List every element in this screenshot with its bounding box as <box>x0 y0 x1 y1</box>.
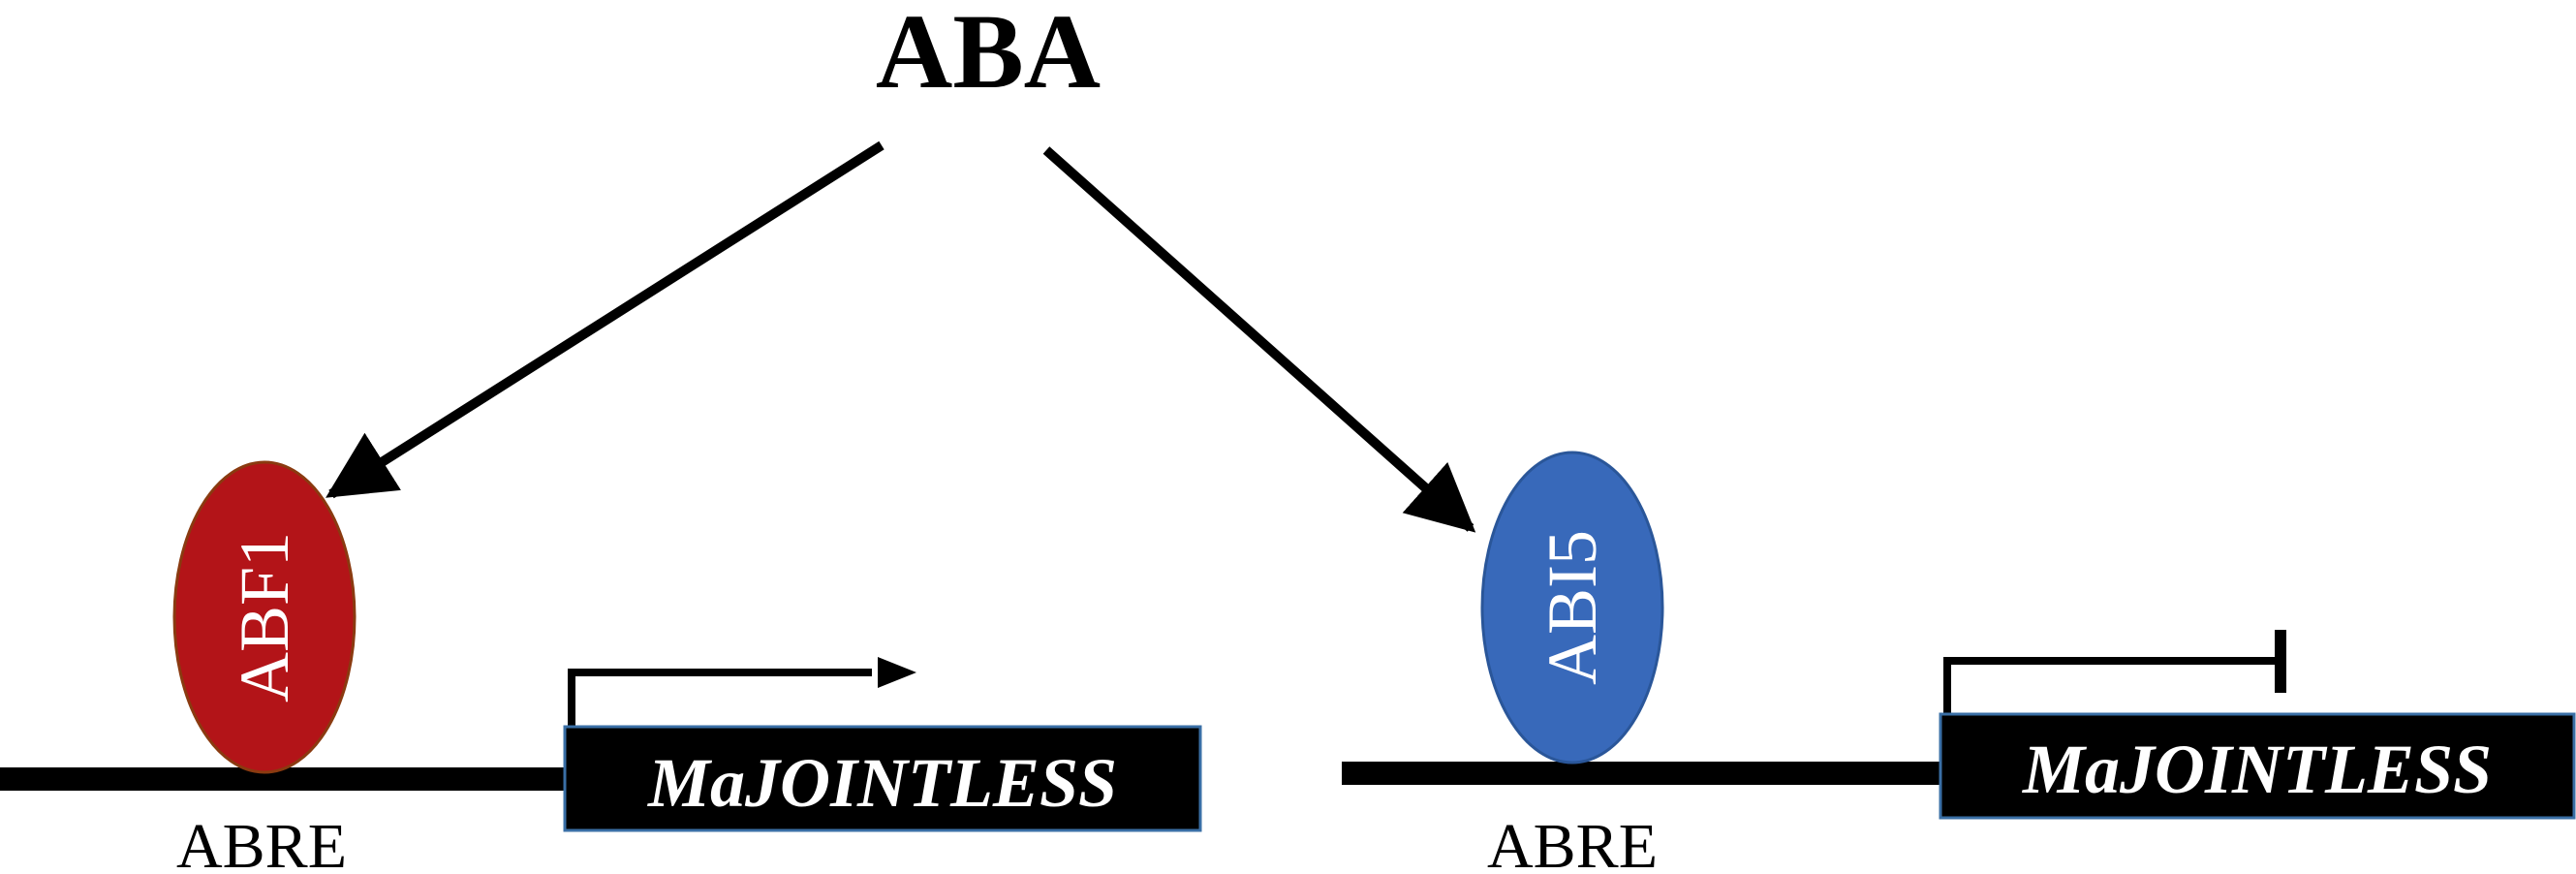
abf1-label: ABF1 <box>226 532 303 702</box>
left-gene-label: MaJOINTLESS <box>647 744 1117 822</box>
left-abre-label: ABRE <box>176 811 347 874</box>
right-gene-label: MaJOINTLESS <box>2022 731 2492 808</box>
abf1-factor <box>172 460 357 774</box>
right-abre-label: ABRE <box>1487 811 1658 874</box>
right-gene-box <box>1939 712 2576 820</box>
aba-to-abi5-arrow <box>1042 146 1476 533</box>
left-gene-box <box>563 725 1202 832</box>
signal-label: ABA <box>876 0 1101 110</box>
abi5-label: ABI5 <box>1534 530 1611 685</box>
right-pathway: ABI5 ABRE MaJOINTLESS <box>1342 451 2576 874</box>
left-activation-arrow <box>568 669 872 732</box>
aba-to-abf1-arrow <box>326 140 885 499</box>
abi5-factor <box>1480 451 1664 765</box>
left-pathway: ABF1 ABRE MaJOINTLESS <box>0 460 1202 874</box>
right-repression-line <box>1943 657 2281 722</box>
left-activation-arrowhead <box>878 657 916 688</box>
